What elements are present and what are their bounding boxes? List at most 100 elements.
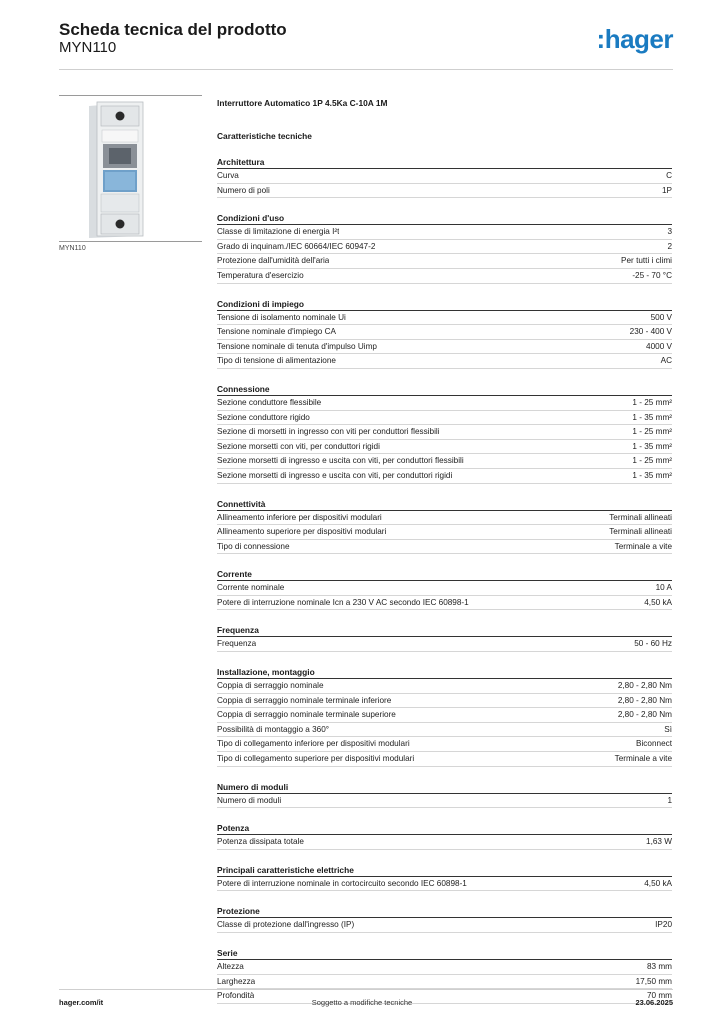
spec-label: Tensione nominale di tenuta d'impulso Ui…	[217, 341, 377, 351]
spec-value: Sì	[664, 724, 672, 734]
spec-label: Frequenza	[217, 639, 257, 649]
section-title: Condizioni di impiego	[217, 298, 672, 311]
section-title: Principali caratteristiche elettriche	[217, 864, 672, 877]
spec-value: 3	[667, 227, 672, 237]
spec-value: 2	[667, 241, 672, 251]
spec-label: Sezione di morsetti in ingresso con viti…	[217, 427, 440, 437]
footer-notice: Soggetto a modifiche tecniche	[311, 998, 413, 1007]
spec-label: Sezione conduttore flessibile	[217, 397, 322, 407]
section-title: Installazione, montaggio	[217, 666, 672, 680]
spec-row: Sezione di morsetti in ingresso con viti…	[217, 425, 672, 440]
footer-website[interactable]: hager.com/it	[59, 998, 104, 1007]
spec-label: Classe di limitazione di energia I²t	[217, 227, 340, 237]
spec-value: 1 - 35 mm²	[632, 441, 672, 451]
product-image	[59, 95, 202, 242]
section-title: Condizioni d'uso	[217, 212, 672, 226]
spec-value: 4000 V	[646, 341, 672, 351]
section-title: Serie	[217, 947, 672, 960]
spec-value: 1	[667, 795, 672, 805]
spec-label: Tipo di collegamento superiore per dispo…	[217, 754, 415, 764]
spec-label: Tensione nominale d'impiego CA	[217, 327, 336, 337]
spec-label: Sezione conduttore rigido	[217, 412, 310, 422]
spec-value: C	[666, 171, 672, 180]
spec-value: 230 - 400 V	[629, 327, 672, 337]
spec-label: Temperatura d'esercizio	[217, 270, 304, 280]
spec-label: Corrente nominale	[217, 583, 285, 593]
spec-value: Terminale a vite	[614, 754, 672, 764]
spec-row: Classe di limitazione di energia I²t 3	[217, 225, 672, 240]
spec-value: Terminale a vite	[614, 541, 672, 551]
spec-value: IP20	[655, 920, 672, 930]
section-title: Connettività	[217, 498, 672, 511]
spec-label: Altezza	[217, 962, 244, 971]
spec-row: Grado di inquinam./IEC 60664/IEC 60947-2…	[217, 240, 672, 255]
footer-date: 23.06.2025	[635, 998, 673, 1007]
spec-label: Sezione morsetti di ingresso e uscita co…	[217, 456, 464, 466]
section-title: Corrente	[217, 568, 672, 582]
spec-value: 17,50 mm	[635, 976, 672, 986]
spec-row: Classe di protezione dall'ingresso (IP)I…	[217, 918, 672, 933]
spec-row: Tipo di collegamento inferiore per dispo…	[217, 737, 672, 753]
spec-row: Possibilità di montaggio a 360° Sì	[217, 723, 672, 738]
spec-value: 1 - 25 mm²	[632, 456, 672, 466]
section-title: Numero di moduli	[217, 781, 672, 794]
spec-value: 2,80 - 2,80 Nm	[617, 681, 672, 691]
spec-label: Coppia di serraggio nominale	[217, 681, 324, 691]
spec-row: Allineamento superiore per dispositivi m…	[217, 525, 672, 540]
tech-heading: Caratteristiche tecniche	[217, 131, 312, 141]
spec-row: Coppia di serraggio nominale terminale i…	[217, 694, 672, 709]
spec-label: Sezione morsetti con viti, per conduttor…	[217, 441, 380, 451]
spec-label: Curva	[217, 171, 239, 180]
section-title: Connessione	[217, 383, 672, 396]
spec-content: Interruttore Automatico 1P 4.5Ka C-10A 1…	[217, 97, 672, 1004]
spec-label: Grado di inquinam./IEC 60664/IEC 60947-2	[217, 241, 376, 251]
spec-label: Potenza dissipata totale	[217, 837, 304, 847]
spec-row: Allineamento inferiore per dispositivi m…	[217, 511, 672, 526]
spec-value: 2,80 - 2,80 Nm	[617, 695, 672, 705]
spec-value: 50 - 60 Hz	[634, 639, 672, 649]
section-title: Potenza	[217, 822, 672, 836]
spec-row: Frequenza 50 - 60 Hz	[217, 637, 672, 653]
spec-label: Tipo di connessione	[217, 541, 290, 551]
spec-label: Larghezza	[217, 976, 256, 986]
spec-value: 2,80 - 2,80 Nm	[617, 710, 672, 720]
spec-label: Potere di interruzione nominale in corto…	[217, 878, 467, 888]
spec-label: Possibilità di montaggio a 360°	[217, 724, 330, 734]
spec-value: 4,50 kA	[644, 878, 672, 888]
spec-value: 4,50 kA	[644, 597, 672, 607]
spec-row: Corrente nominale 10 A	[217, 581, 672, 596]
spec-label: Sezione morsetti di ingresso e uscita co…	[217, 470, 453, 480]
spec-value: 70 mm	[646, 991, 672, 1001]
spec-row: Larghezza 17,50 mm	[217, 975, 672, 990]
spec-value: 1 - 25 mm²	[632, 397, 672, 407]
spec-value: 10 A	[655, 583, 672, 593]
spec-value: Terminali allineati	[609, 527, 672, 537]
spec-value: Terminali allineati	[609, 512, 672, 522]
spec-row: Temperatura d'esercizio -25 - 70 °C	[217, 269, 672, 284]
header-divider	[59, 69, 673, 70]
hager-logo: :hager	[596, 24, 674, 54]
spec-label: Tensione di isolamento nominale Ui	[217, 312, 346, 322]
spec-label: Coppia di serraggio nominale terminale s…	[217, 710, 396, 720]
spec-row: Potere di interruzione nominale in corto…	[217, 877, 672, 892]
spec-value: -25 - 70 °C	[632, 270, 672, 280]
spec-row: Tipo di collegamento superiore per dispo…	[217, 752, 672, 767]
spec-value: 1 - 25 mm²	[632, 427, 672, 437]
section-title: Protezione	[217, 905, 672, 919]
